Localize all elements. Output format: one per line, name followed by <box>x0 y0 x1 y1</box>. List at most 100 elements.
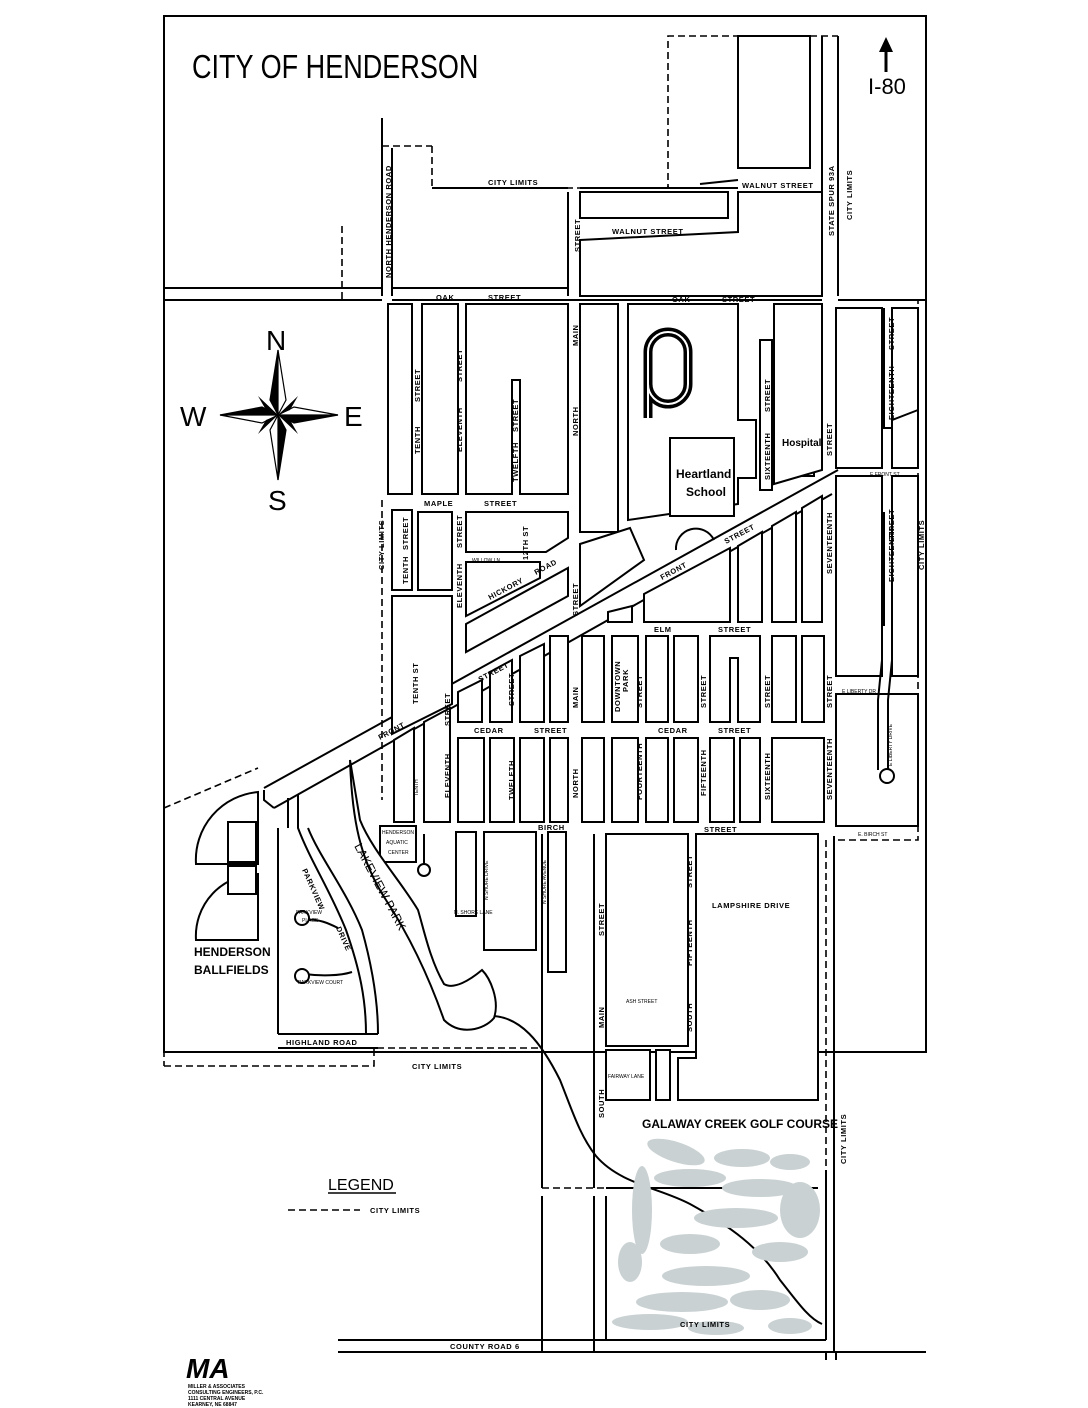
label-city-limits-se: CITY LIMITS <box>839 1114 848 1164</box>
label-street-15-south: STREET <box>685 855 694 888</box>
label-eleventh-street: STREET <box>455 349 464 382</box>
label-south-15: SOUTH <box>685 1003 694 1032</box>
label-street-12-mid: STREET <box>507 673 516 706</box>
label-birch-street: STREET <box>704 825 737 834</box>
label-n-shore-avenue: N SHORE AVENUE <box>542 859 548 904</box>
label-e-liberty-dr: E LIBERTY DR <box>842 689 876 695</box>
ballfields <box>163 790 259 1066</box>
label-eleventh-street-lower: STREET <box>455 515 464 548</box>
label-sixteenth-street: STREET <box>763 379 772 412</box>
label-city-limits-north: CITY LIMITS <box>488 178 538 187</box>
label-main-mid: MAIN <box>571 686 580 708</box>
label-e-birch-st: E. BIRCH ST <box>858 832 887 838</box>
label-ash: ASH STREET <box>626 999 657 1005</box>
label-street-11-mid: STREET <box>443 693 452 726</box>
label-parkview-place-2: PLACE <box>302 918 319 924</box>
label-tenth-small: TENTH <box>414 779 420 796</box>
label-city-limits-west: CITY LIMITS <box>377 520 386 570</box>
legend-title: LEGEND <box>328 1177 394 1194</box>
legend-city-limits: CITY LIMITS <box>370 1206 420 1215</box>
label-south: SOUTH <box>597 1089 606 1118</box>
label-north: NORTH <box>571 406 580 436</box>
label-heartland: Heartland <box>676 467 731 481</box>
label-hickory-road: ROAD <box>533 557 559 576</box>
label-elm-street: STREET <box>718 625 751 634</box>
label-street-main-north: STREET <box>573 219 582 252</box>
label-parkview-place-1: PARKVIEW <box>296 910 322 916</box>
label-e-front-st: E FRONT ST <box>870 472 900 478</box>
label-highland: HIGHLAND ROAD <box>286 1038 358 1047</box>
label-county-road: COUNTY ROAD 6 <box>450 1342 520 1351</box>
running-track-icon <box>643 327 693 418</box>
lakeview-park <box>349 759 823 1325</box>
logo-line3: 1111 CENTRAL AVENUE <box>188 1396 246 1402</box>
label-aquatic-3: CENTER <box>388 850 409 856</box>
label-elm: ELM <box>654 625 672 634</box>
label-fourteenth: FOURTEENTH <box>635 743 644 800</box>
east-streets <box>877 308 919 784</box>
label-sixteenth: SIXTEENTH <box>763 433 772 481</box>
label-hospital: Hospital <box>782 438 822 449</box>
north-arrow-label: I-80 <box>868 74 906 99</box>
label-eighteenth-street: STREET <box>887 317 896 350</box>
label-parkview: PARKVIEW <box>300 867 327 912</box>
label-eleventh-south: ELEVENTH <box>443 753 452 798</box>
logo-mark: MA <box>186 1353 230 1384</box>
logo-line4: KEARNEY, NE 68847 <box>188 1402 237 1408</box>
label-street-main-mid: STREET <box>571 583 580 616</box>
label-school: School <box>686 485 726 499</box>
label-ballfields-1: HENDERSON <box>194 945 271 959</box>
label-lampshire: LAMPSHIRE DRIVE <box>712 901 790 910</box>
label-city-limits-bottom: CITY LIMITS <box>680 1320 730 1329</box>
label-n-shore-drive: N SHORE DRIVE <box>484 860 490 900</box>
logo-line1: MILLER & ASSOCIATES <box>188 1384 246 1390</box>
label-seventeenth-south: SEVENTEENTH <box>825 738 834 800</box>
landmark-labels: Heartland School Hospital HENDERSON BALL… <box>194 438 838 1131</box>
label-tenth-street-lower: STREET <box>401 517 410 550</box>
label-fairway: FAIRWAY LANE <box>608 1074 645 1080</box>
compass-w: W <box>180 401 207 432</box>
label-eighteenth-street-lower: STREET <box>887 509 896 542</box>
label-golf-course: GALAWAY CREEK GOLF COURSE <box>642 1117 838 1131</box>
label-eighteenth: EIGHTEENTH <box>887 366 896 420</box>
label-main-south: MAIN <box>597 1006 606 1028</box>
label-birch: BIRCH <box>538 823 565 832</box>
label-walnut: WALNUT STREET <box>612 227 684 236</box>
label-city-limits-east: CITY LIMITS <box>917 520 926 570</box>
label-fifteenth-south: FIFTEENTH <box>685 919 694 966</box>
label-eleventh-lower: ELEVENTH <box>455 563 464 608</box>
label-tenth-street: STREET <box>413 369 422 402</box>
legend: LEGEND CITY LIMITS <box>288 1177 420 1215</box>
label-street-main-south: STREET <box>597 903 606 936</box>
map-title: CITY OF HENDERSON <box>192 50 478 86</box>
label-oak: OAK <box>436 293 454 302</box>
label-oak-street: STREET <box>488 293 521 302</box>
label-parkview-drive: DRIVE <box>334 925 353 952</box>
compass-rose-icon <box>219 349 339 481</box>
label-cedar: CEDAR <box>474 726 504 735</box>
label-tenth-lower: TENTH <box>401 556 410 584</box>
label-cedar-street: STREET <box>534 726 567 735</box>
label-city-limits-ne: CITY LIMITS <box>845 170 854 220</box>
label-twelfth-street: STREET <box>511 399 520 432</box>
label-north-south: NORTH <box>571 768 580 798</box>
south-blocks <box>338 825 926 1360</box>
label-ballfields-2: BALLFIELDS <box>194 963 269 977</box>
label-main: MAIN <box>571 324 580 346</box>
label-tenth-st: TENTH ST <box>411 663 420 704</box>
label-e-liberty-drive: E LIBERTY DRIVE <box>888 723 894 766</box>
compass-n: N <box>266 325 286 356</box>
label-street-17-north: STREET <box>825 423 834 456</box>
label-street-15-mid: STREET <box>699 675 708 708</box>
label-downtown-park: PARK <box>621 669 630 692</box>
label-state-spur: STATE SPUR 93A <box>827 165 836 236</box>
label-city-limits-south: CITY LIMITS <box>412 1062 462 1071</box>
label-street-14-mid: STREET <box>635 675 644 708</box>
north-blocks <box>164 35 926 301</box>
label-downtown: DOWNTOWN <box>613 661 622 712</box>
label-street-16-mid: STREET <box>763 675 772 708</box>
front-street-area <box>263 469 839 823</box>
label-walnut-east: WALNUT STREET <box>742 181 814 190</box>
label-twelfth-south: TWELFTH <box>507 760 516 800</box>
